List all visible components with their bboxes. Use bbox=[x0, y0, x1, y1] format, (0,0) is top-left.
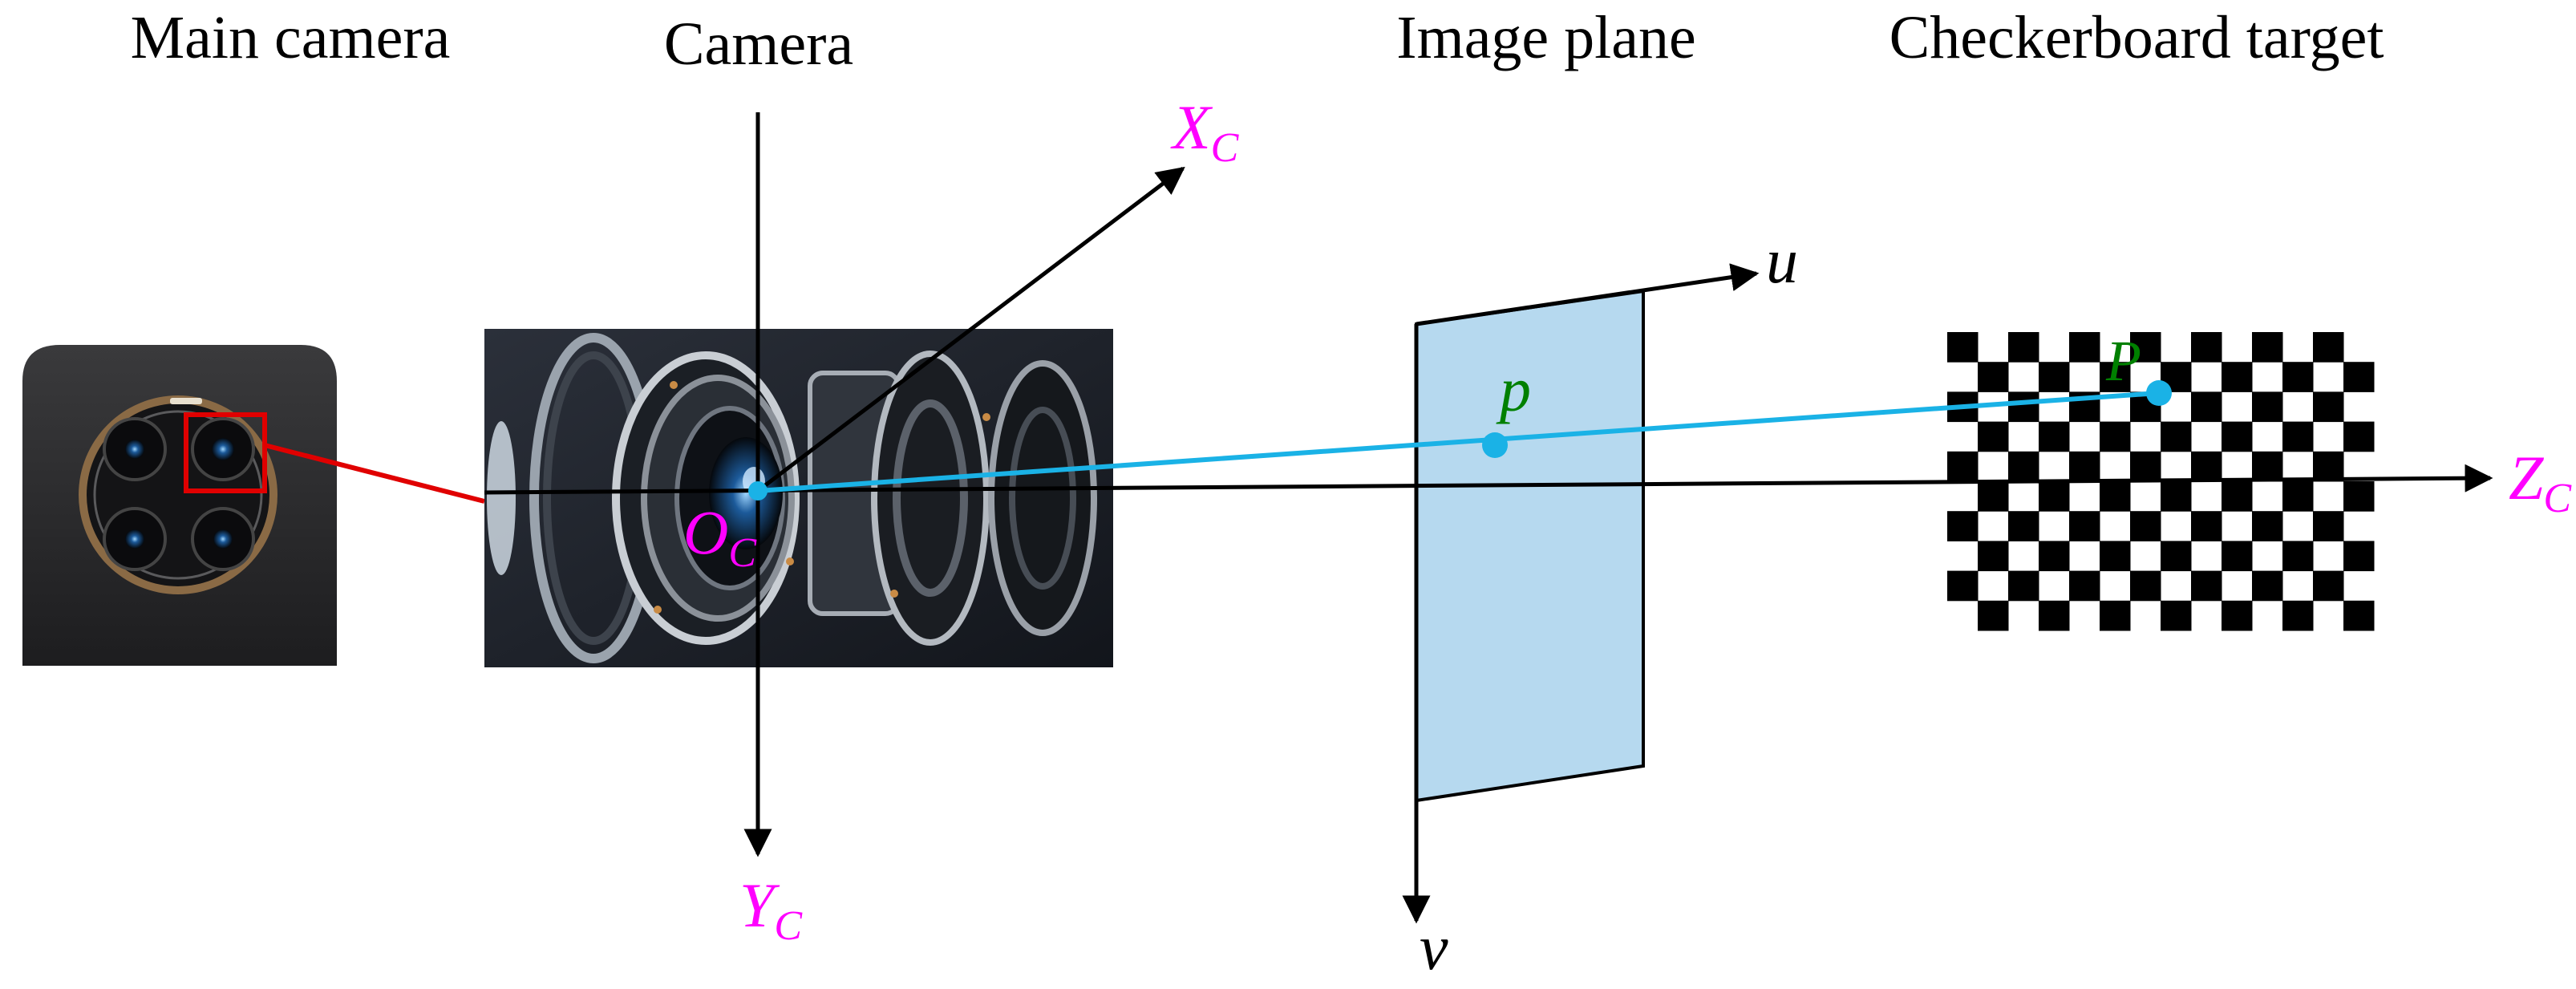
checker-square bbox=[2069, 570, 2100, 602]
checker-square bbox=[2100, 541, 2131, 572]
checker-square bbox=[2222, 362, 2253, 392]
checker-square bbox=[2252, 570, 2283, 602]
phone-lens-4 bbox=[191, 507, 255, 571]
checker-square bbox=[1947, 511, 1979, 541]
image-plane-caption: Image plane bbox=[1396, 4, 1695, 71]
checker-square bbox=[2130, 570, 2161, 602]
checker-square bbox=[2282, 600, 2314, 631]
camera-caption: Camera bbox=[664, 10, 853, 78]
checker-square bbox=[2161, 600, 2192, 631]
checker-square bbox=[2343, 541, 2375, 572]
checker-square bbox=[2008, 511, 2039, 541]
image-point-dot bbox=[1482, 432, 1508, 458]
y-axis-label: YC bbox=[739, 870, 803, 949]
checker-square bbox=[2191, 570, 2222, 602]
projection-ray bbox=[757, 391, 2160, 493]
checker-square bbox=[2282, 541, 2314, 572]
checker-square bbox=[2282, 421, 2314, 452]
checker-square bbox=[2039, 481, 2070, 512]
zoom-connector-line bbox=[264, 443, 485, 504]
main-camera-highlight-box bbox=[184, 412, 267, 493]
checker-square bbox=[2252, 332, 2283, 363]
checker-square bbox=[2008, 451, 2039, 482]
checker-square bbox=[1978, 362, 2009, 392]
image-point-label: p bbox=[1496, 355, 1531, 424]
checker-square bbox=[2313, 570, 2344, 602]
checker-square bbox=[2130, 332, 2161, 363]
checker-square bbox=[1978, 481, 2009, 512]
checker-square bbox=[2100, 362, 2131, 392]
checker-square bbox=[2282, 481, 2314, 512]
checker-square bbox=[2161, 481, 2192, 512]
u-axis bbox=[1416, 263, 1760, 326]
checker-square bbox=[2039, 600, 2070, 631]
v-axis-label: v bbox=[1420, 913, 1448, 983]
checker-square bbox=[1947, 332, 1979, 363]
checker-square bbox=[2191, 332, 2222, 363]
checker-square bbox=[2191, 451, 2222, 482]
checker-square bbox=[2008, 570, 2039, 602]
checker-square bbox=[2161, 421, 2192, 452]
checker-square bbox=[1978, 600, 2009, 631]
z-axis-label: ZC bbox=[2509, 443, 2572, 521]
checker-square bbox=[2313, 511, 2344, 541]
checker-square bbox=[2008, 391, 2039, 423]
checker-square bbox=[2222, 541, 2253, 572]
x-axis bbox=[756, 166, 1185, 492]
camera-exploded-photo bbox=[484, 329, 1113, 667]
checker-square bbox=[2222, 481, 2253, 512]
phone-lens-2 bbox=[191, 417, 255, 481]
x-axis-label: XC bbox=[1170, 92, 1240, 171]
u-axis-label: u bbox=[1766, 226, 1798, 297]
checker-square bbox=[2343, 362, 2375, 392]
z-axis bbox=[484, 464, 2493, 495]
checker-square bbox=[2343, 600, 2375, 631]
checker-square bbox=[2039, 362, 2070, 392]
checker-square bbox=[2313, 451, 2344, 482]
checker-square bbox=[2252, 511, 2283, 541]
phone-photo bbox=[22, 343, 337, 666]
checker-square bbox=[2252, 391, 2283, 423]
checker-square bbox=[2222, 421, 2253, 452]
checker-square bbox=[2313, 391, 2344, 423]
checker-square bbox=[2100, 421, 2131, 452]
checker-square bbox=[2282, 362, 2314, 392]
phone-lens-1 bbox=[103, 417, 167, 481]
checker-square bbox=[2069, 511, 2100, 541]
checker-square bbox=[2069, 332, 2100, 363]
checker-square bbox=[2039, 421, 2070, 452]
target-point-dot bbox=[2146, 380, 2172, 406]
checker-square bbox=[2008, 332, 2039, 363]
optical-center-dot bbox=[748, 481, 768, 501]
checker-square bbox=[2100, 481, 2131, 512]
checkerboard-target bbox=[1947, 332, 2375, 631]
checker-square bbox=[1978, 541, 2009, 572]
origin-label: OC bbox=[683, 497, 757, 576]
checker-square bbox=[2161, 541, 2192, 572]
checker-square bbox=[2191, 511, 2222, 541]
checker-square bbox=[1947, 451, 1979, 482]
phone-lens-3 bbox=[103, 507, 167, 571]
checkerboard-target-caption: Checkerboard target bbox=[1889, 4, 2384, 71]
checker-square bbox=[2343, 421, 2375, 452]
checker-square bbox=[2069, 451, 2100, 482]
checker-square bbox=[2313, 332, 2344, 363]
checker-square bbox=[2130, 451, 2161, 482]
target-point-label: P bbox=[2105, 329, 2141, 393]
checker-square bbox=[2100, 600, 2131, 631]
checker-square bbox=[2343, 481, 2375, 512]
checker-square bbox=[2252, 451, 2283, 482]
checker-square bbox=[2039, 541, 2070, 572]
checker-square bbox=[1978, 421, 2009, 452]
main-camera-caption: Main camera bbox=[131, 4, 451, 71]
checker-square bbox=[2222, 600, 2253, 631]
checker-square bbox=[1947, 570, 1979, 602]
checker-square bbox=[2130, 511, 2161, 541]
checker-square bbox=[2191, 391, 2222, 423]
